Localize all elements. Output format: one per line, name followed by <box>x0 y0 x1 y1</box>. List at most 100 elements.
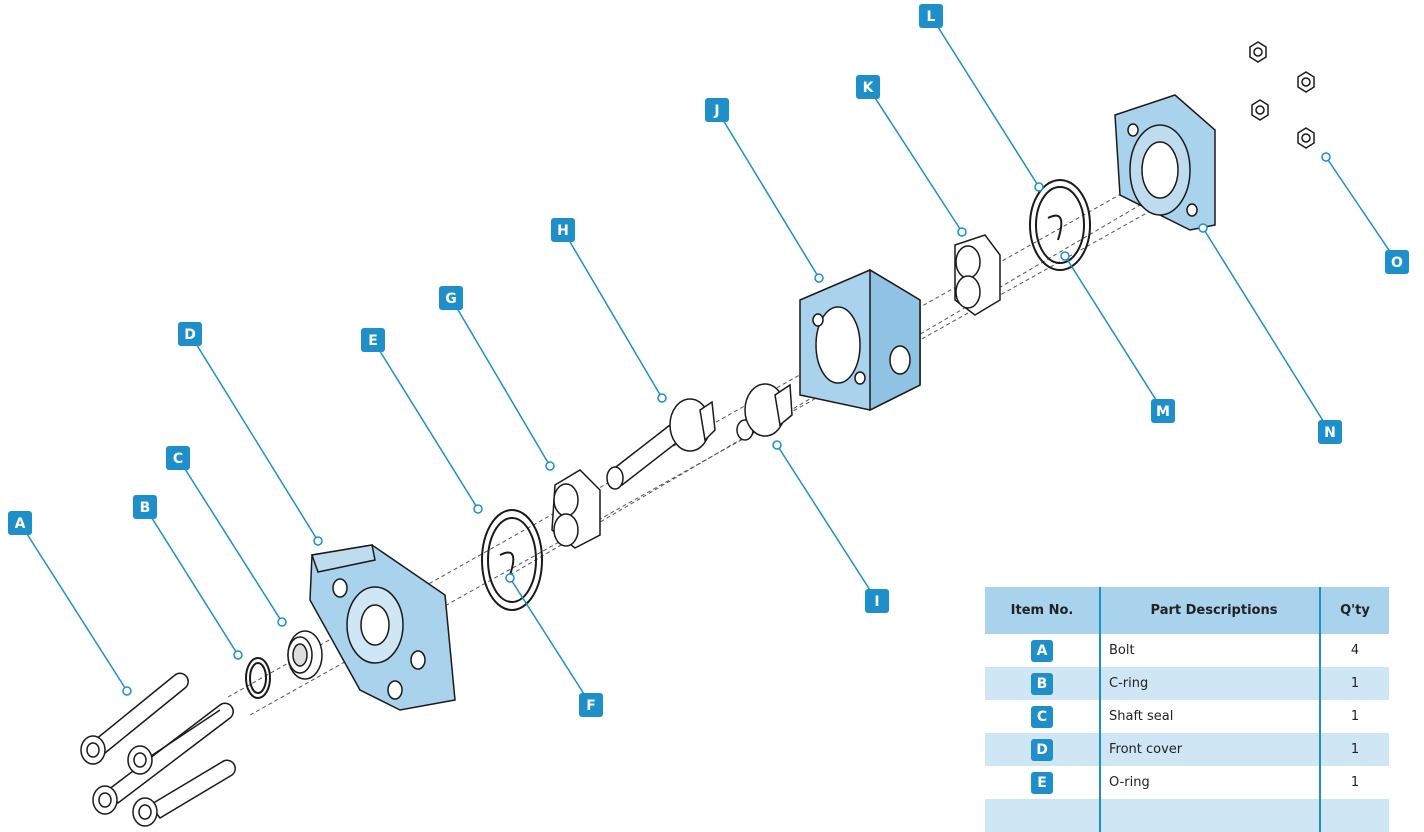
leader-line-d <box>189 333 319 542</box>
label-text-e: E <box>368 333 378 349</box>
o-ring-l <box>1029 179 1091 271</box>
leader-dot-g <box>545 461 555 471</box>
leader-line-l <box>930 15 1040 188</box>
front-cover-d <box>309 544 456 711</box>
o-ring-e <box>481 509 543 611</box>
part-qty: 4 <box>1350 643 1360 658</box>
label-badge-j <box>705 98 729 122</box>
housing-j <box>799 268 921 412</box>
part-qty: 1 <box>1350 775 1360 790</box>
part-description: O-ring <box>1100 766 1321 799</box>
driven-gear-i <box>736 383 793 441</box>
item-badge: A <box>1031 639 1053 662</box>
leader-dot-c <box>277 617 287 627</box>
drive-shaft-h <box>606 398 716 490</box>
table-row: A Bolt 4 <box>985 634 1389 667</box>
label-text-n: N <box>1324 425 1336 441</box>
label-badge-l <box>919 4 943 28</box>
item-badge: C <box>1031 705 1053 728</box>
leader-dot-e <box>473 504 483 514</box>
label-text-f: F <box>586 698 596 714</box>
item-badge: E <box>1031 771 1053 794</box>
label-text-g: G <box>445 291 457 307</box>
label-text-k: K <box>863 80 875 96</box>
leader-dot-d <box>313 536 323 546</box>
leader-dot-i <box>772 440 782 450</box>
table-row: D Front cover 1 <box>985 733 1389 766</box>
label-text-a: A <box>15 516 26 532</box>
leader-dot-n <box>1198 223 1208 233</box>
label-badge-n <box>1318 420 1342 444</box>
label-badge-i <box>865 589 889 613</box>
leader-line-m <box>1064 255 1164 412</box>
label-badge-o <box>1385 250 1409 274</box>
header-qty: Q'ty <box>1320 587 1389 634</box>
c-ring-b <box>245 657 271 699</box>
label-text-b: B <box>140 500 151 516</box>
part-qty: 1 <box>1350 709 1360 724</box>
label-text-i: I <box>874 594 879 610</box>
label-text-m: M <box>1156 404 1170 420</box>
bushing-g <box>551 469 601 549</box>
part-description: Shaft seal <box>1100 700 1321 733</box>
leader-line-e <box>372 339 479 510</box>
label-badge-c <box>166 446 190 470</box>
leader-line-k <box>867 86 963 233</box>
leader-line-j <box>716 109 820 279</box>
label-badge-g <box>439 286 463 310</box>
leader-dot-h <box>657 393 667 403</box>
table-row-partial <box>985 799 1389 832</box>
leader-dot-o <box>1321 152 1331 162</box>
leader-dot-j <box>814 273 824 283</box>
table-row: E O-ring 1 <box>985 766 1389 799</box>
leader-line-n <box>1202 227 1331 433</box>
item-badge: B <box>1031 672 1053 695</box>
leader-dot-a <box>122 686 132 696</box>
label-badge-d <box>178 322 202 346</box>
bolt-a-parts <box>80 672 236 827</box>
table-row: C Shaft seal 1 <box>985 700 1389 733</box>
leader-line-o <box>1325 156 1398 263</box>
leader-line-f <box>509 577 592 706</box>
leader-line-i <box>776 444 878 602</box>
header-descriptions: Part Descriptions <box>1100 587 1321 634</box>
label-badge-m <box>1151 399 1175 423</box>
label-text-j: J <box>713 103 719 119</box>
label-text-l: L <box>927 9 936 25</box>
leader-dot-k <box>957 227 967 237</box>
label-text-c: C <box>173 451 183 467</box>
leader-lines <box>19 15 1398 706</box>
part-description: Front cover <box>1100 733 1321 766</box>
leader-line-b <box>144 506 239 656</box>
part-qty: 1 <box>1320 667 1389 700</box>
leader-line-c <box>177 457 283 623</box>
part-description: Bolt <box>1100 634 1321 667</box>
header-item-no: Item No. <box>985 587 1101 634</box>
label-text-h: H <box>557 223 569 239</box>
part-qty: 1 <box>1320 733 1389 766</box>
label-badge-e <box>361 328 385 352</box>
part-description: C-ring <box>1100 667 1321 700</box>
label-text-o: O <box>1391 255 1403 271</box>
leader-dot-b <box>233 650 243 660</box>
label-text-d: D <box>184 327 196 343</box>
label-badge-a <box>8 511 32 535</box>
label-badge-f <box>579 693 603 717</box>
label-badge-k <box>856 75 880 99</box>
label-badge-h <box>551 218 575 242</box>
label-badge-b <box>133 495 157 519</box>
parts-table: Item No. Part Descriptions Q'ty A Bolt 4… <box>985 587 1389 832</box>
leader-dot-l <box>1034 182 1044 192</box>
item-badge: D <box>1031 738 1053 761</box>
leader-line-h <box>562 229 663 399</box>
table-row: B C-ring 1 <box>985 667 1389 700</box>
leader-line-a <box>19 522 128 692</box>
leader-dot-f <box>505 573 515 583</box>
leader-line-g <box>450 297 551 467</box>
table-header-row: Item No. Part Descriptions Q'ty <box>985 587 1389 634</box>
rear-cover-n <box>1114 94 1216 231</box>
shaft-seal-c <box>287 630 323 680</box>
bushing-k <box>954 234 1001 316</box>
